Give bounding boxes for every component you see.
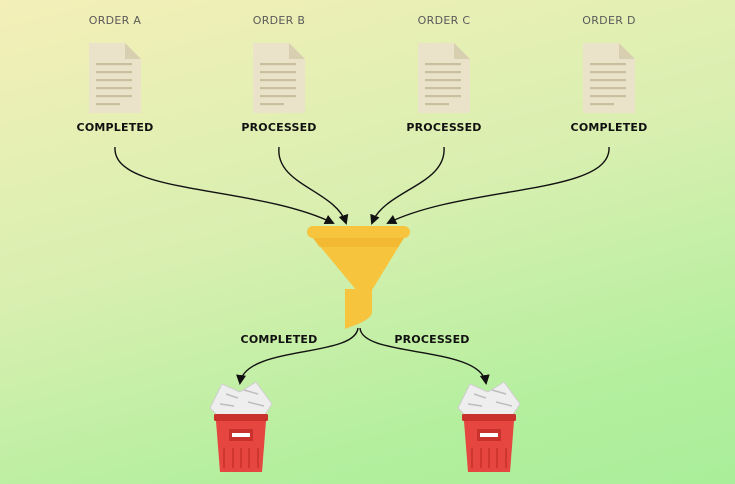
arrow-to-processed-bin (359, 327, 490, 385)
funnel-icon (307, 226, 410, 329)
processed-output-label: PROCESSED (394, 333, 470, 346)
arrow-order-b (278, 146, 349, 225)
order-d-title: ORDER D (582, 14, 636, 27)
completed-output-label: COMPLETED (240, 333, 318, 346)
order-c-status: PROCESSED (406, 121, 482, 134)
order-c-title: ORDER C (417, 14, 471, 27)
document-icon (418, 43, 470, 113)
document-icon (583, 43, 635, 113)
order-a-title: ORDER A (88, 14, 142, 27)
document-icon (89, 43, 141, 113)
order-d-status: COMPLETED (570, 121, 648, 134)
order-b-status: PROCESSED (241, 121, 317, 134)
bin-icon (457, 381, 521, 472)
arrow-to-completed-bin (236, 327, 359, 385)
arrow-order-c (370, 146, 445, 225)
arrow-order-a (114, 146, 335, 224)
document-icon (253, 43, 305, 113)
arrow-order-d (386, 146, 610, 224)
bin-icon (209, 381, 273, 472)
order-a-status: COMPLETED (76, 121, 154, 134)
order-b-title: ORDER B (252, 14, 306, 27)
